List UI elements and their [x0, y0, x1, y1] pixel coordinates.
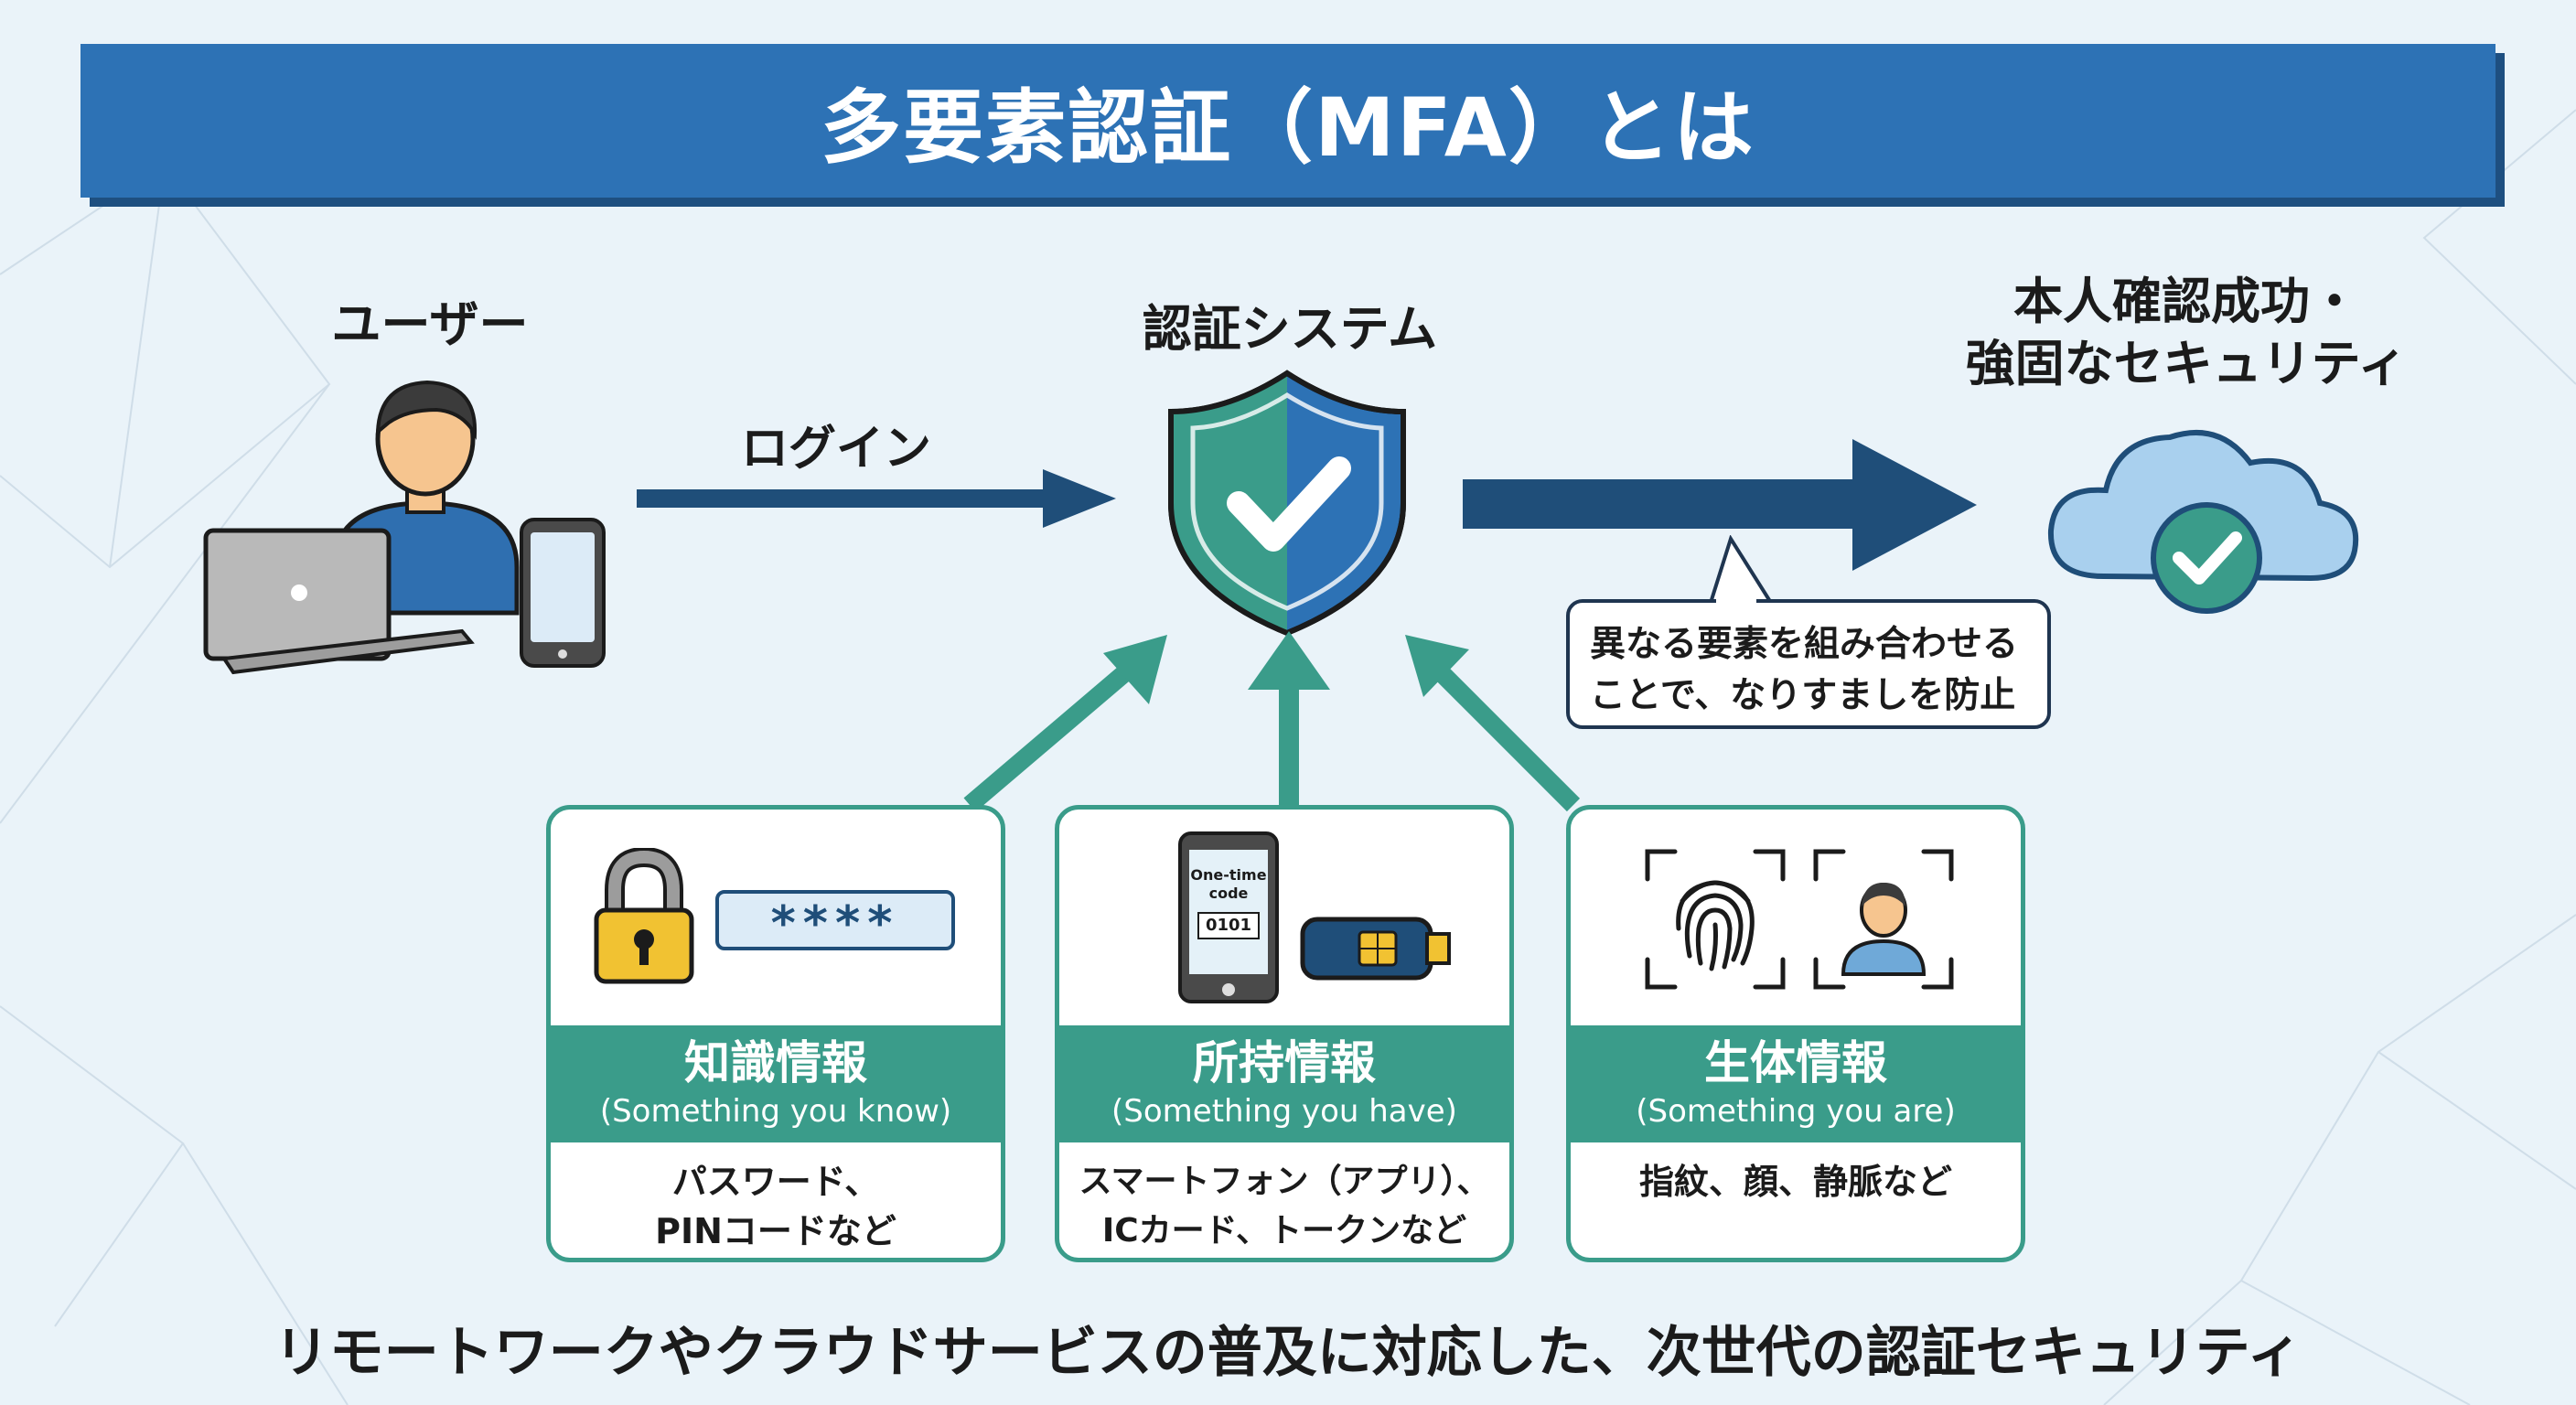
bubble-tail-cover	[1716, 596, 1756, 604]
factor-name: 生体情報	[1704, 1036, 1887, 1089]
factor-sub: (Something you know)	[599, 1093, 952, 1130]
factor-desc-line1: スマートフォン（アプリ）、	[1079, 1163, 1490, 1200]
phone-screen: One-time code 0101	[1189, 850, 1268, 974]
card-band-biometric: 生体情報 (Something you are)	[1571, 1025, 2021, 1142]
user-with-devices-icon	[203, 380, 606, 675]
factor-desc: パスワード、 PINコードなど	[551, 1157, 1001, 1256]
login-label: ログイン	[741, 422, 932, 477]
factor-desc: スマートフォン（アプリ）、 ICカード、トークンなど	[1059, 1157, 1509, 1256]
factor-card-biometric: 生体情報 (Something you are) 指紋、顔、静脈など	[1566, 805, 2025, 1262]
footer-caption: リモートワークやクラウドサービスの普及に対応した、次世代の認証セキュリティ	[274, 1321, 2302, 1385]
usb-token-icon	[1300, 917, 1451, 981]
factor-card-possession: One-time code 0101 所持情報 (Something you h…	[1055, 805, 1514, 1262]
factor-desc-line1: 指紋、顔、静脈など	[1638, 1162, 1952, 1202]
factor-desc-line2: ICカード、トークンなど	[1101, 1212, 1467, 1249]
factor-card-knowledge: **** 知識情報 (Something you know) パスワード、 PI…	[546, 805, 1005, 1262]
title-bar: 多要素認証（MFA）とは	[80, 44, 2496, 198]
factor-sub: (Something you are)	[1636, 1093, 1956, 1130]
user-label: ユーザー	[331, 295, 529, 353]
result-label-line2: 強固なセキュリティ	[1965, 335, 2408, 392]
system-label: 認証システム	[1142, 300, 1438, 358]
success-arrow	[1463, 439, 1977, 571]
card-band-possession: 所持情報 (Something you have)	[1059, 1025, 1509, 1142]
info-bubble: 異なる要素を組み合わせる ことで、なりすましを防止	[1566, 599, 2051, 729]
result-label: 本人確認成功・ 強固なセキュリティ	[1930, 271, 2442, 395]
card-band-knowledge: 知識情報 (Something you know)	[551, 1025, 1001, 1142]
face-scan-icon	[1813, 849, 1954, 990]
factor-name: 知識情報	[684, 1036, 867, 1089]
otp-code: 0101	[1197, 912, 1260, 939]
smartphone-otp-icon: One-time code 0101	[1178, 831, 1279, 1003]
password-mask: ****	[770, 896, 900, 951]
factor-desc-line2: PINコードなど	[655, 1211, 896, 1251]
page-title: 多要素認証（MFA）とは	[821, 80, 1755, 175]
password-field-icon: ****	[715, 890, 955, 951]
otp-label-line2: code	[1208, 885, 1249, 902]
result-label-line1: 本人確認成功・	[2013, 273, 2359, 330]
factor-name: 所持情報	[1193, 1036, 1376, 1089]
login-arrow	[637, 469, 1116, 528]
bubble-line1: 異なる要素を組み合わせる	[1590, 624, 2019, 665]
bubble-tail	[1709, 535, 1773, 605]
fingerprint-icon	[1645, 849, 1786, 990]
cloud-check-icon	[2047, 429, 2359, 614]
otp-label-line1: One-time	[1190, 866, 1267, 884]
factor-desc: 指紋、顔、静脈など	[1571, 1157, 2021, 1207]
phone-home-button	[1222, 983, 1235, 996]
bubble-line2: ことで、なりすましを防止	[1590, 675, 2016, 716]
factor-sub: (Something you have)	[1111, 1093, 1457, 1130]
factor-arrows	[963, 631, 1581, 814]
factor-desc-line1: パスワード、	[671, 1162, 880, 1202]
shield-check-icon	[1168, 370, 1406, 637]
padlock-icon	[594, 848, 694, 984]
